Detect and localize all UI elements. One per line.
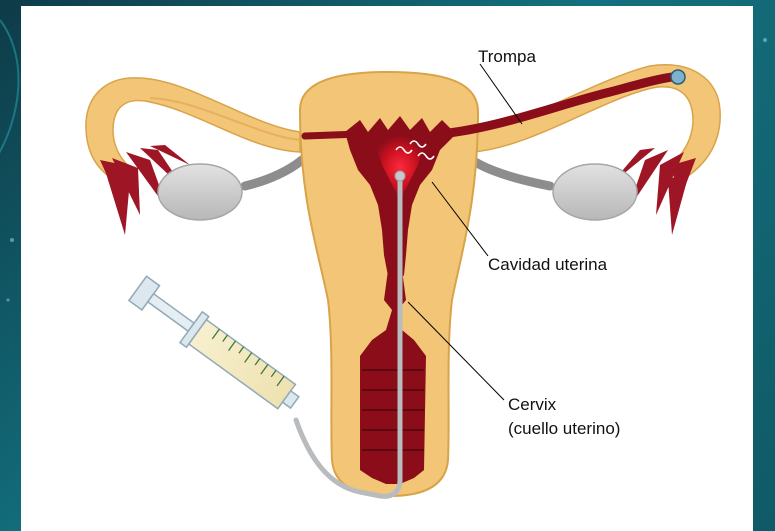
right-ovarian-ligament (472, 160, 550, 186)
right-ovary (553, 164, 637, 220)
label-cavidad-uterina: Cavidad uterina (488, 255, 608, 274)
left-ovary (158, 164, 242, 220)
left-ovarian-ligament (245, 160, 302, 186)
catheter-tip (395, 171, 405, 181)
egg-cell (671, 70, 685, 84)
label-cervix: Cervix (508, 395, 557, 414)
syringe (127, 273, 306, 418)
label-cuello-uterino: (cuello uterino) (508, 419, 620, 438)
label-trompa: Trompa (478, 47, 536, 66)
tube-leader-line (480, 64, 522, 124)
